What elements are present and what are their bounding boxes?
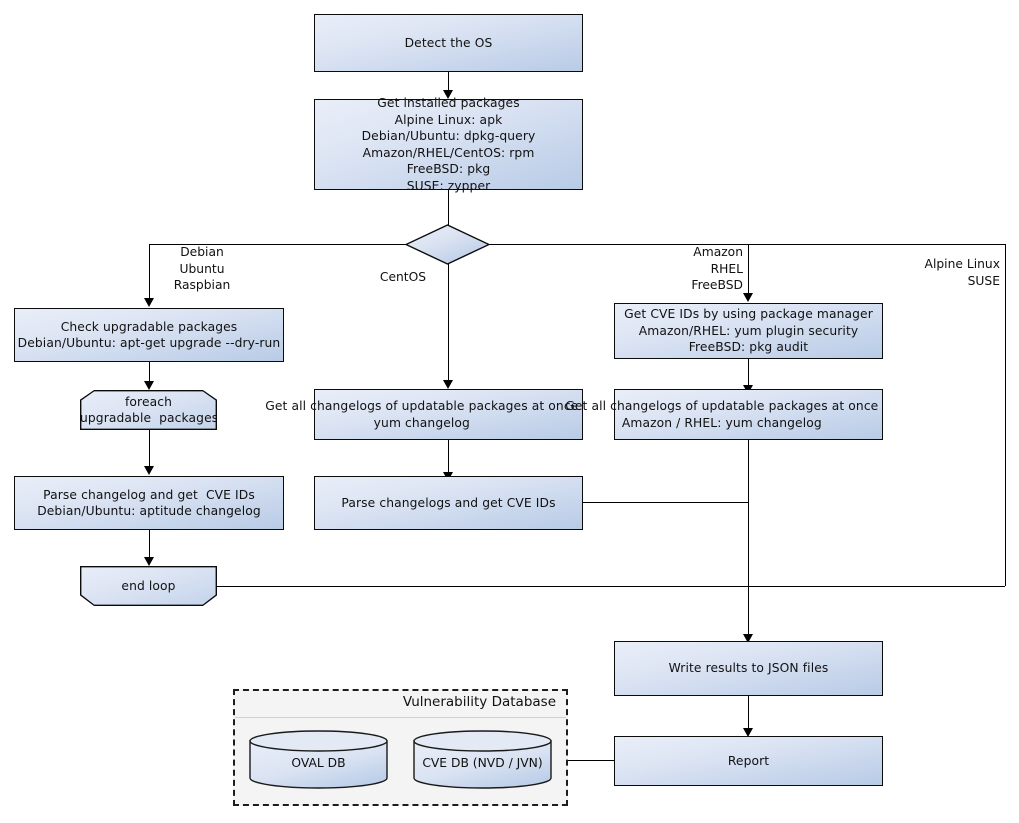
vulnerability-database-title: Vulnerability Database (402, 694, 556, 710)
node-report-label: Report (727, 753, 770, 768)
edge-label-amazon: Amazon RHEL FreeBSD (691, 245, 743, 292)
connector-centos-down (447, 264, 449, 381)
node-get-cve-ids-pkgmgr[interactable]: Get CVE IDs by using package manager Ama… (614, 303, 883, 359)
arrowhead-foreach-to-parse (143, 466, 154, 475)
node-parse-changelog-debian-label: Parse changelog and get CVE IDs Debian/U… (37, 487, 261, 519)
node-write-results[interactable]: Write results to JSON files (614, 641, 883, 696)
arrowhead-parse-to-endloop (143, 557, 154, 566)
node-end-loop-label: end loop (121, 578, 176, 593)
database-cylinder-oval[interactable]: OVAL DB (249, 730, 388, 789)
node-get-installed-packages[interactable]: Get installed packages Alpine Linux: apk… (314, 96, 583, 193)
node-parse-changelogs-centos-label: Parse changelogs and get CVE IDs (341, 495, 556, 510)
arrowhead-rhelchangelogs-to-write (742, 634, 753, 643)
connector-parse-to-endloop (148, 530, 150, 560)
node-detect-os-label: Detect the OS (404, 35, 493, 50)
connector-endloop-to-rail (217, 585, 1005, 587)
connector-cveids-to-changelogs (747, 359, 749, 387)
node-get-changelogs-rhel-label: Get all changelogs of updatable packages… (565, 399, 879, 430)
connector-foreach-to-parse (148, 430, 150, 468)
diamond-shape-icon (405, 224, 490, 265)
arrowhead-check-to-foreach (143, 381, 154, 390)
connector-detect-to-packages (447, 72, 449, 92)
arrowhead-detect-to-packages (442, 90, 453, 99)
node-get-installed-packages-label: Get installed packages Alpine Linux: apk… (361, 96, 536, 193)
edge-label-debian: Debian Ubuntu Raspbian (173, 245, 231, 292)
connector-rhelchangelogs-to-write (747, 440, 749, 640)
connector-decision-left (149, 244, 407, 246)
node-get-changelogs-rhel[interactable]: Get all changelogs of updatable packages… (565, 389, 883, 440)
node-check-upgradable-label: Check upgradable packages Debian/Ubuntu:… (17, 319, 281, 351)
node-parse-changelog-debian[interactable]: Parse changelog and get CVE IDs Debian/U… (14, 476, 284, 530)
database-cylinder-cve[interactable]: CVE DB (NVD / JVN) (413, 730, 552, 789)
arrowhead-write-to-report (742, 728, 753, 737)
edge-label-centos: CentOS (379, 270, 427, 284)
connector-centosparse-to-rail (583, 501, 748, 503)
cylinder-shape-icon (249, 730, 388, 789)
arrowhead-amazon-branch (742, 293, 753, 302)
node-os-decision[interactable] (405, 224, 490, 265)
node-get-changelogs-centos[interactable]: Get all changelogs of updatable packages… (265, 389, 583, 440)
connector-decision-right (489, 244, 1006, 246)
connector-debian-down (148, 244, 150, 299)
database-cylinder-oval-label: OVAL DB (291, 755, 346, 770)
connector-check-to-foreach (148, 362, 150, 384)
connector-alpine-down (1004, 244, 1006, 586)
node-foreach-loop-label: foreach upgradable packages (80, 394, 219, 425)
edge-label-alpine: Alpine Linux SUSE (924, 257, 1000, 288)
node-write-results-label: Write results to JSON files (668, 661, 829, 676)
node-check-upgradable[interactable]: Check upgradable packages Debian/Ubuntu:… (14, 308, 284, 362)
node-foreach-loop[interactable]: foreach upgradable packages (80, 390, 217, 430)
arrowhead-debian-branch (143, 298, 154, 307)
node-get-cve-ids-pkgmgr-label: Get CVE IDs by using package manager Ama… (624, 307, 873, 355)
node-get-changelogs-centos-label: Get all changelogs of updatable packages… (265, 399, 579, 430)
node-end-loop[interactable]: end loop (80, 566, 217, 606)
connector-packages-to-decision (447, 190, 449, 226)
node-report[interactable]: Report (614, 736, 883, 786)
arrowhead-centos-branch (442, 380, 453, 389)
connector-amazon-down (747, 244, 749, 294)
connector-write-to-report (747, 696, 749, 730)
cylinder-shape-icon (413, 730, 552, 789)
group-header-rule (235, 717, 566, 718)
node-parse-changelogs-centos[interactable]: Parse changelogs and get CVE IDs (314, 476, 583, 530)
database-cylinder-cve-label: CVE DB (NVD / JVN) (422, 755, 543, 770)
connector-centoschangelog-to-parse (447, 440, 449, 474)
connector-db-to-report (568, 759, 615, 761)
node-detect-os[interactable]: Detect the OS (314, 14, 583, 72)
